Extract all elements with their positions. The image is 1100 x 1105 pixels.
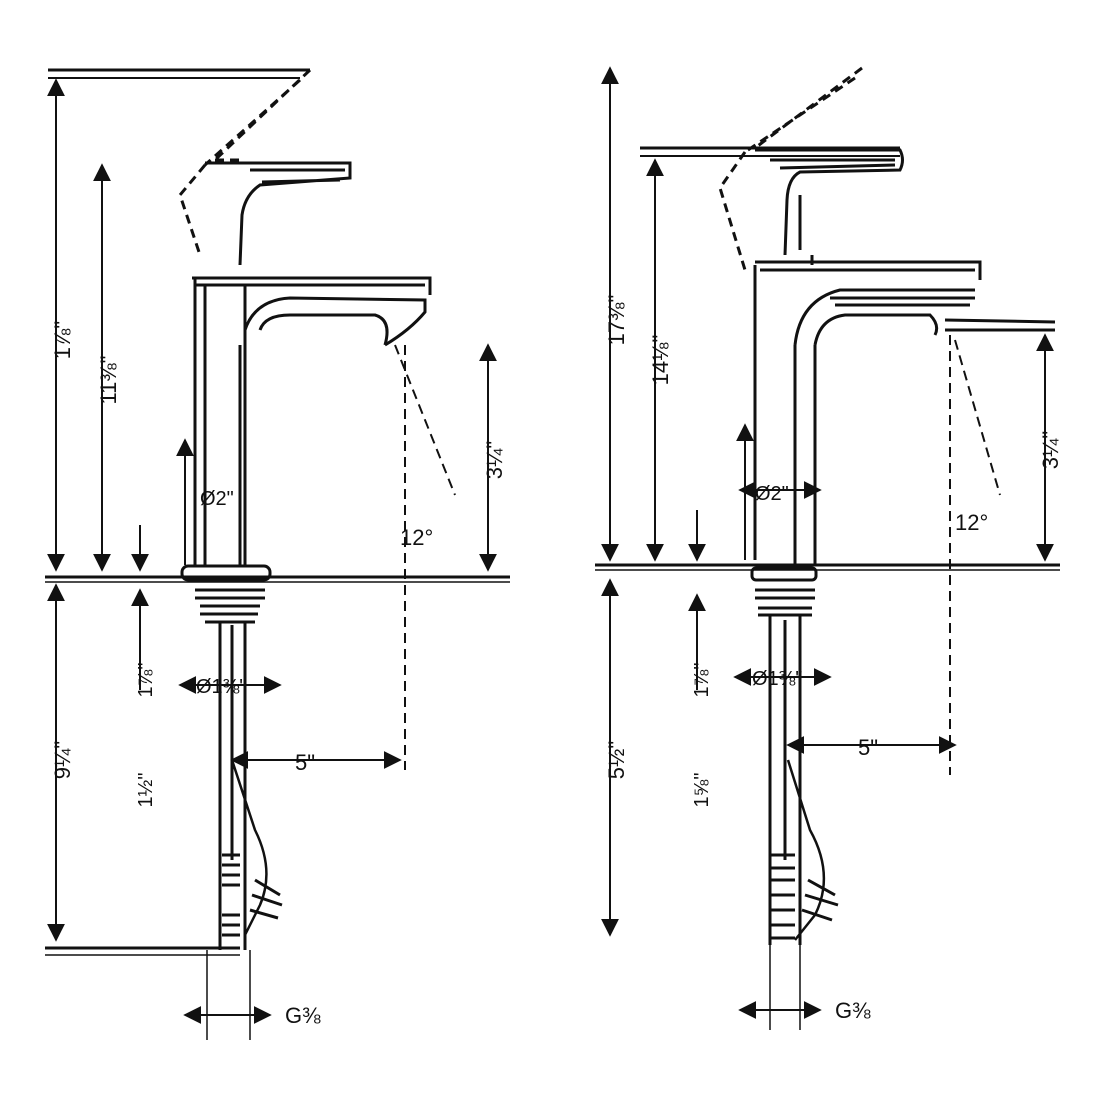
- right-angle-label: 12°: [955, 510, 988, 535]
- right-shank-diameter-label: Ø1⅜": [752, 668, 802, 690]
- supply-hose: [786, 759, 826, 941]
- right-dimension-lines: [601, 66, 1054, 1030]
- lever-raised-outline: [718, 66, 863, 271]
- faucet-body: [753, 195, 982, 560]
- mounting-nut: [195, 588, 265, 624]
- spout-outline: [793, 288, 1056, 565]
- right-projection-label: 5": [858, 735, 878, 760]
- left-below-deck-label: 9¼": [50, 741, 75, 779]
- supply-hose: [230, 759, 268, 936]
- left-total-height-label: 1⅞": [50, 321, 75, 359]
- right-total-height-label: 17⅜": [604, 295, 629, 346]
- left-dimension-labels: 1⅞" 11⅜" 3¼" 12° Ø2" Ø1⅜" 1⅞" 9¼" 1½" 5"…: [50, 321, 507, 1028]
- mounting-nut: [755, 588, 815, 617]
- left-deck-thickness-label: 1⅞": [135, 663, 157, 698]
- left-dimension-lines: [47, 78, 497, 1040]
- right-connection-label: G⅜: [835, 998, 871, 1023]
- left-connection-label: G⅜: [285, 1003, 321, 1028]
- left-spout-height-label: 11⅜": [96, 356, 121, 405]
- left-shank-diameter-label: Ø1⅜": [196, 676, 246, 698]
- left-outlet-height-label: 3¼": [482, 441, 507, 479]
- right-deck-thickness-label: 1⅞": [691, 663, 713, 698]
- lever-raised-outline: [178, 68, 312, 256]
- right-below-deck-label: 5½": [604, 741, 629, 779]
- right-faucet-view: [595, 66, 1060, 945]
- right-outlet-height-label: 3¼": [1038, 431, 1063, 469]
- left-faucet-view: [45, 68, 510, 956]
- left-angle-label: 12°: [400, 525, 433, 550]
- right-dimension-labels: 17⅜" 14⅛" 3¼" 12° Ø2" Ø1⅜" 1⅞" 5½" 1⅝" 5…: [604, 295, 1063, 1023]
- right-spout-height-label: 14⅛": [648, 335, 673, 386]
- left-max-deck-label: 1½": [135, 773, 157, 808]
- hose-connector: [770, 853, 839, 940]
- hose-connector: [222, 853, 283, 937]
- base-flange: [180, 564, 272, 582]
- faucet-body: [192, 276, 432, 565]
- right-max-deck-label: 1⅝": [691, 773, 713, 808]
- right-body-diameter-label: Ø2": [755, 483, 789, 505]
- lever-handle: [205, 161, 352, 266]
- base-flange: [750, 566, 818, 582]
- lever-handle: [755, 148, 904, 256]
- left-projection-label: 5": [295, 750, 315, 775]
- spout-outline: [238, 296, 427, 565]
- left-body-diameter-label: Ø2": [200, 488, 234, 510]
